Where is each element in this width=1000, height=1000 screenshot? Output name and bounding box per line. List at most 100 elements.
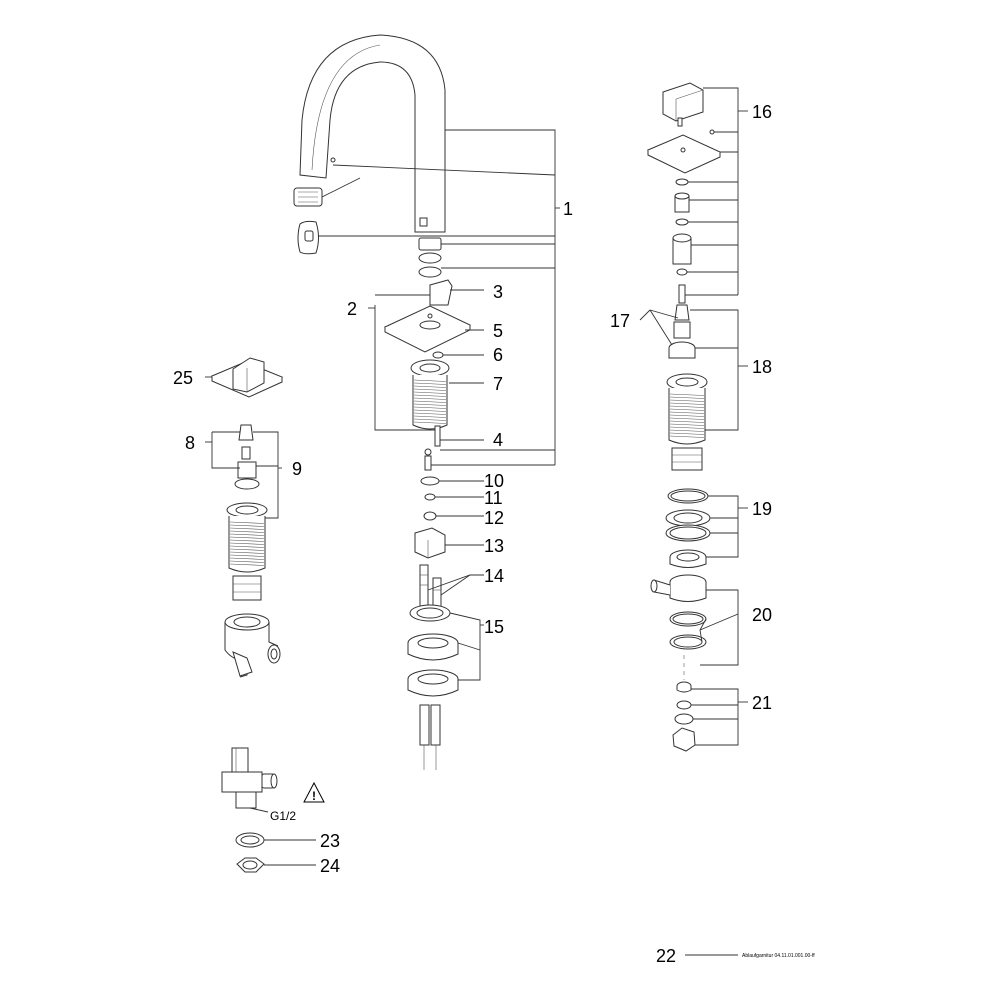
small-rings-part-16 [672,178,692,276]
callout-13: 13 [484,536,504,556]
thread-line [229,536,265,539]
threaded-body-part-9 [226,502,268,601]
aerator-key-part [297,220,319,255]
thread-line [669,417,705,420]
callout-18: 18 [752,357,772,377]
thread-line [413,415,447,418]
callout-19: 19 [752,499,772,519]
thread-line [669,399,705,402]
mounting-rings-part-15 [407,604,459,697]
callout-5: 5 [493,321,503,341]
callout-20: 20 [752,605,772,625]
thread-line [413,400,447,403]
spindle-part-17 [668,284,696,359]
thread-line [413,406,447,409]
callout-11: 11 [484,488,503,508]
threaded-sleeve-part-7 [410,359,450,430]
handle-part-16 [662,82,715,135]
thread-line [413,403,447,406]
callout-22: 22 [656,946,676,966]
thread-line [229,554,265,557]
callout-23: 23 [320,831,340,851]
fittings-part-21 [672,681,696,752]
thread-line [229,551,265,554]
callout-9: 9 [292,459,302,479]
escutcheon-plate-part-5 [383,305,472,353]
thread-line [669,429,705,432]
callout-16: 16 [752,102,772,122]
small-parts-stack [420,448,440,521]
thread-line [413,382,447,385]
thread-line [669,405,705,408]
thread-line [413,385,447,388]
warning-triangle-icon: ! [303,781,325,803]
callout-2: 2 [347,299,357,319]
hex-nut-part-13 [414,527,446,559]
spout-nut-parts [418,237,442,278]
thread-line [229,557,265,560]
callout-8: 8 [185,433,195,453]
thread-line [669,420,705,423]
thread-line [669,408,705,411]
pin-part-4 [434,425,441,447]
thread-line [669,396,705,399]
thread-line [413,418,447,421]
thread-line [413,379,447,382]
callout-14: 14 [484,566,504,586]
thread-line [229,545,265,548]
callout-6: 6 [493,345,503,365]
callout-1: 1 [563,199,573,219]
thread-line [669,411,705,414]
thread-line [669,435,705,438]
thread-line [413,397,447,400]
callout-labels: 1 2 3 4 5 6 7 8 9 10 11 12 13 14 15 16 1… [173,102,815,966]
hose-connectors-part-14 [419,564,442,611]
thread-line [229,530,265,533]
thread-line [229,539,265,542]
threaded-body-part-18 [666,373,708,471]
thread-line [669,393,705,396]
callout-10: 10 [484,471,504,491]
handle-part-25 [210,357,284,398]
thread-line [413,391,447,394]
supply-hoses [419,704,441,770]
callout-24: 24 [320,856,340,876]
callout-15: 15 [484,617,504,637]
left-leaders [205,376,282,519]
thread-size-label: G1/2 [270,809,296,823]
thread-line [669,423,705,426]
warning-glyph: ! [312,789,316,803]
thread-line [229,542,265,545]
angle-valve-part [221,747,278,813]
callout-17: 17 [610,311,630,331]
elbow-body-left [224,613,281,678]
thread-line [413,394,447,397]
rings-part-19 [665,488,711,568]
spindle-part-8 [234,424,260,490]
center-leaders [318,129,560,681]
thread-line [413,421,447,424]
washer-part-23 [235,832,316,848]
thread-line [413,409,447,412]
spout-assembly [299,34,446,233]
callout-4: 4 [493,430,503,450]
thread-line [229,527,265,530]
right-leaders [639,87,748,746]
thread-line [229,548,265,551]
thread-line [229,560,265,563]
thread-line [229,563,265,566]
callout-3: 3 [493,282,503,302]
aerator-part [293,187,323,207]
thread-line [669,402,705,405]
washer-part-6 [432,351,444,359]
callout-7: 7 [493,374,503,394]
nut-part-24 [236,857,316,873]
thread-line [413,412,447,415]
thread-line [229,521,265,524]
thread-line [229,524,265,527]
thread-line [413,388,447,391]
elbow-part-20 [650,574,707,650]
caption-text: Ablaufgarnitur 04.11.01.001.00-ff [742,953,815,959]
escutcheon-plate-part-16 [646,134,722,174]
